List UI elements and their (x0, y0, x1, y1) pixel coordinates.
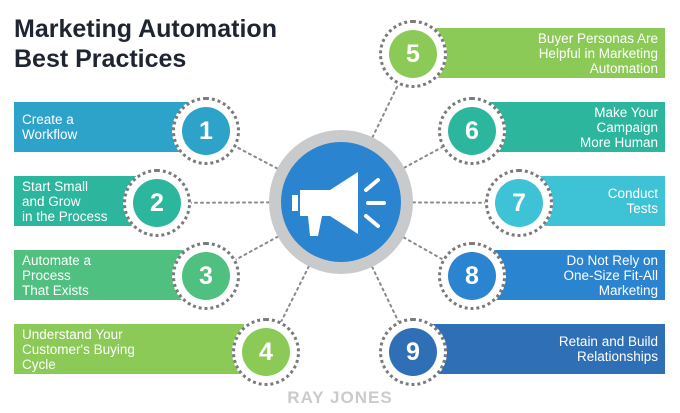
step-number: 1 (182, 107, 230, 155)
step-number: 7 (495, 179, 543, 227)
step-number: 2 (133, 179, 181, 227)
step-label-line: Marketing (598, 282, 658, 298)
step-bar-8 (480, 250, 665, 300)
step-bar-2 (14, 176, 144, 226)
step-number-ring-9: 9 (379, 318, 447, 386)
step-label-line: in the Process (22, 208, 108, 224)
step-label-line: Start Small (22, 178, 89, 194)
step-label-line: and Grow (22, 193, 81, 209)
step-number: 5 (389, 30, 437, 78)
step-label-line: One-Size Fit-All (563, 267, 658, 283)
step-label-line: Helpful in Marketing (538, 45, 658, 61)
step-number-ring-3: 3 (172, 242, 240, 310)
step-bar-1 (14, 102, 194, 152)
step-label-line: Create a (22, 112, 74, 127)
step-number: 6 (448, 107, 496, 155)
step-label-line: Automate a (22, 252, 92, 268)
step-label-line: Understand Your (22, 326, 123, 342)
step-number-ring-1: 1 (172, 97, 240, 165)
step-label-line: More Human (579, 134, 658, 150)
step-label-line: Do Not Rely on (566, 252, 658, 268)
hub-ring (269, 130, 413, 274)
step-label-line: Make Your (594, 104, 658, 120)
step-number: 4 (242, 328, 290, 376)
step-number-ring-2: 2 (123, 169, 191, 237)
hub-disc (281, 142, 401, 262)
step-bar-4 (14, 324, 244, 374)
step-label-line: Cycle (22, 356, 56, 372)
step-label-line: Conduct (607, 186, 658, 201)
step-label-line: Buyer Personas Are (537, 30, 658, 46)
step-bar-3 (14, 250, 194, 300)
step-label-line: Workflow (22, 127, 78, 142)
title-line-2: Best Practices (14, 45, 187, 73)
step-number-ring-8: 8 (438, 242, 506, 310)
step-number-ring-4: 4 (232, 318, 300, 386)
step-number-ring-5: 5 (379, 20, 447, 88)
step-bar-6 (480, 102, 665, 152)
title-line-1: Marketing Automation (14, 15, 277, 43)
step-label-line: Automation (589, 60, 658, 76)
step-label-line: Relationships (576, 349, 658, 364)
step-label-line: Retain and Build (558, 334, 658, 349)
step-label-line: Campaign (596, 119, 658, 135)
step-number: 3 (182, 252, 230, 300)
step-number-ring-7: 7 (485, 169, 553, 237)
step-number: 8 (448, 252, 496, 300)
megaphone-icon (292, 172, 386, 236)
step-number-ring-6: 6 (438, 97, 506, 165)
page-title: Marketing Automation Best Practices (14, 14, 314, 74)
step-bar-5 (425, 28, 665, 78)
step-label-line: Tests (626, 201, 658, 216)
author-credit: RAY JONES (287, 388, 393, 407)
step-label-line: Process (22, 267, 71, 283)
step-number: 9 (389, 328, 437, 376)
step-bar-9 (425, 324, 665, 374)
step-label-line: Customer's Buying (22, 341, 135, 357)
step-label-line: That Exists (22, 282, 89, 298)
